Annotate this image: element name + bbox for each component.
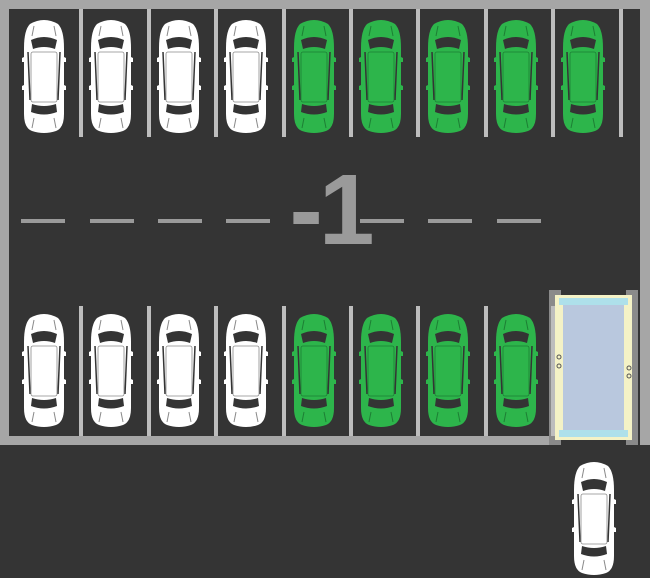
bottom-wall: [0, 436, 552, 445]
spot-divider: [282, 9, 286, 137]
lane-dash: [226, 219, 270, 223]
parked-car-bottom-5[interactable]: [291, 312, 336, 428]
parked-car-top-7[interactable]: [426, 18, 471, 134]
spot-divider: [282, 306, 286, 436]
spot-divider: [416, 9, 420, 137]
parked-car-bottom-6[interactable]: [359, 312, 403, 428]
spot-divider: [79, 306, 83, 436]
parked-car-top-4[interactable]: [224, 18, 269, 134]
spot-divider: [79, 9, 83, 137]
spot-divider: [214, 9, 218, 137]
spot-divider: [214, 306, 218, 436]
parked-car-top-1[interactable]: [22, 18, 66, 134]
lane-dash: [497, 219, 541, 223]
spot-divider: [416, 306, 420, 436]
parked-car-bottom-3[interactable]: [156, 312, 201, 428]
parked-car-bottom-2[interactable]: [89, 312, 134, 428]
spot-divider: [147, 306, 151, 436]
lane-dash: [90, 219, 134, 223]
spot-divider: [147, 9, 151, 137]
lane-dash: [360, 219, 404, 223]
spot-divider: [619, 9, 623, 137]
floor-level-label: -1: [289, 154, 375, 266]
elevator-icon[interactable]: [549, 290, 638, 445]
parked-car-top-9[interactable]: [561, 18, 606, 134]
spot-divider: [484, 9, 488, 137]
parked-car-bottom-1[interactable]: [22, 312, 66, 428]
lane-dash: [158, 219, 202, 223]
spot-divider: [349, 306, 353, 436]
spot-divider: [349, 9, 353, 137]
parked-car-top-6[interactable]: [359, 18, 403, 134]
parked-car-bottom-4[interactable]: [224, 312, 269, 428]
right-wall: [640, 0, 650, 445]
parked-car-top-2[interactable]: [89, 18, 134, 134]
top-wall: [0, 0, 650, 9]
parked-car-top-8[interactable]: [493, 18, 538, 134]
parked-car-top-5[interactable]: [291, 18, 336, 134]
spot-divider: [551, 9, 555, 137]
parked-car-bottom-7[interactable]: [426, 312, 471, 428]
player-car[interactable]: [572, 458, 616, 578]
parked-car-bottom-8[interactable]: [493, 312, 538, 428]
spot-divider: [484, 306, 488, 436]
lane-dash: [428, 219, 472, 223]
spot-divider: [551, 306, 555, 436]
parked-car-top-3[interactable]: [156, 18, 201, 134]
left-wall: [0, 0, 9, 445]
lane-dash: [21, 219, 65, 223]
